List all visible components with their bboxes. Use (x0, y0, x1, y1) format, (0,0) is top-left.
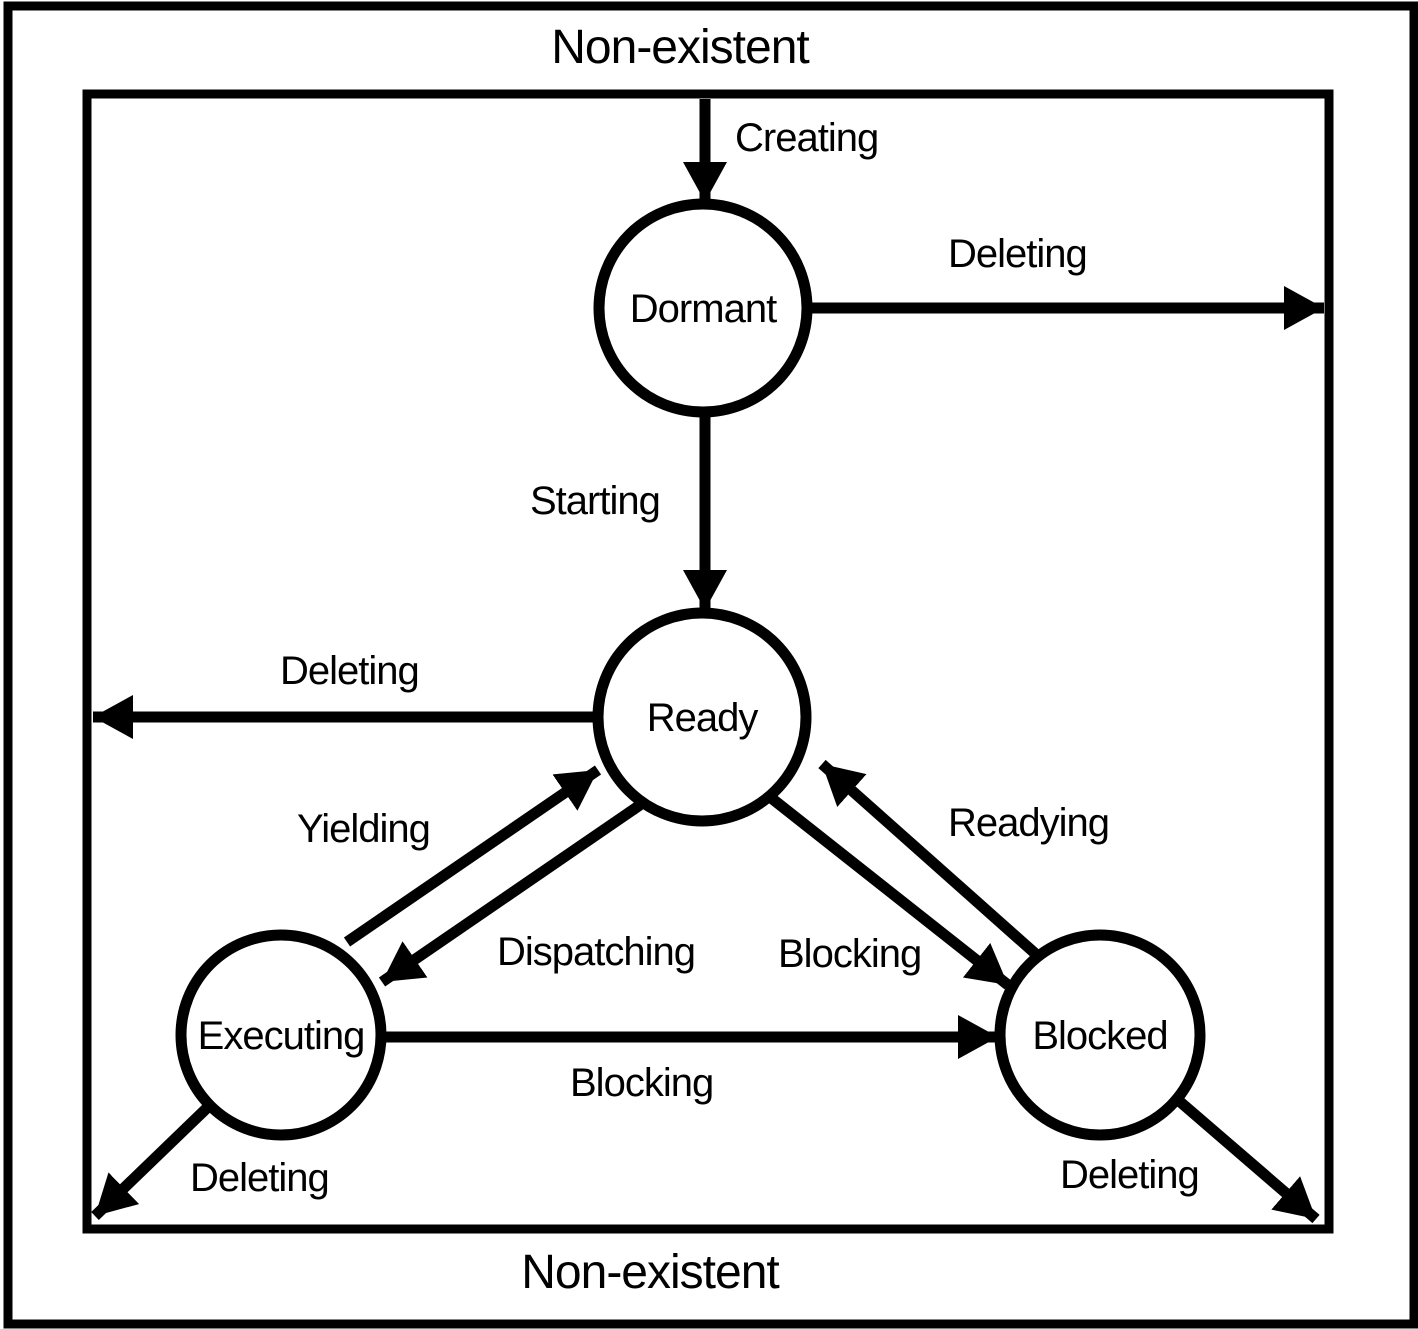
transition-label-blocking-from-ready: Blocking (778, 932, 921, 976)
state-circle-executing (175, 929, 387, 1141)
transition-label-yielding: Yielding (297, 807, 430, 851)
existence-boundary (82, 89, 1334, 1234)
state-circle-dormant (593, 198, 813, 418)
state-label-ready: Ready (647, 696, 759, 740)
state-label-blocked: Blocked (1032, 1014, 1167, 1058)
transition-label-deleting-from-blocked: Deleting (1060, 1153, 1199, 1197)
state-label-executing: Executing (198, 1014, 365, 1058)
transition-label-deleting-from-executing: Deleting (190, 1156, 329, 1200)
non-existent-label-bottom: Non-existent (521, 1246, 779, 1299)
transition-arrow-deleting-from-executing (91, 1102, 213, 1220)
transition-arrow-blocking-from-ready (766, 792, 1012, 990)
transition-label-blocking-from-executing: Blocking (570, 1061, 713, 1105)
transition-label-creating: Creating (735, 116, 878, 160)
state-circle-blocked (994, 929, 1206, 1141)
state-circles (175, 198, 1206, 1141)
transition-label-starting: Starting (530, 479, 660, 523)
transition-arrow-yielding (343, 765, 602, 947)
transition-arrow-readying (818, 759, 1042, 961)
state-circle-ready (592, 607, 812, 827)
transition-label-deleting-from-ready: Deleting (280, 649, 419, 693)
non-existent-label-top: Non-existent (551, 21, 809, 74)
transition-arrow-deleting-from-blocked (1174, 1095, 1320, 1224)
transition-arrows (91, 99, 1324, 1224)
diagram-labels: Non-existent Non-existent Dormant Ready … (190, 21, 1200, 1299)
state-label-dormant: Dormant (630, 287, 777, 331)
transition-label-deleting-from-dormant: Deleting (948, 232, 1087, 276)
transition-label-dispatching: Dispatching (497, 930, 695, 974)
transition-label-readying: Readying (948, 801, 1109, 845)
transition-arrow-dispatching (378, 800, 644, 987)
outer-boundary (3, 1, 1418, 1329)
